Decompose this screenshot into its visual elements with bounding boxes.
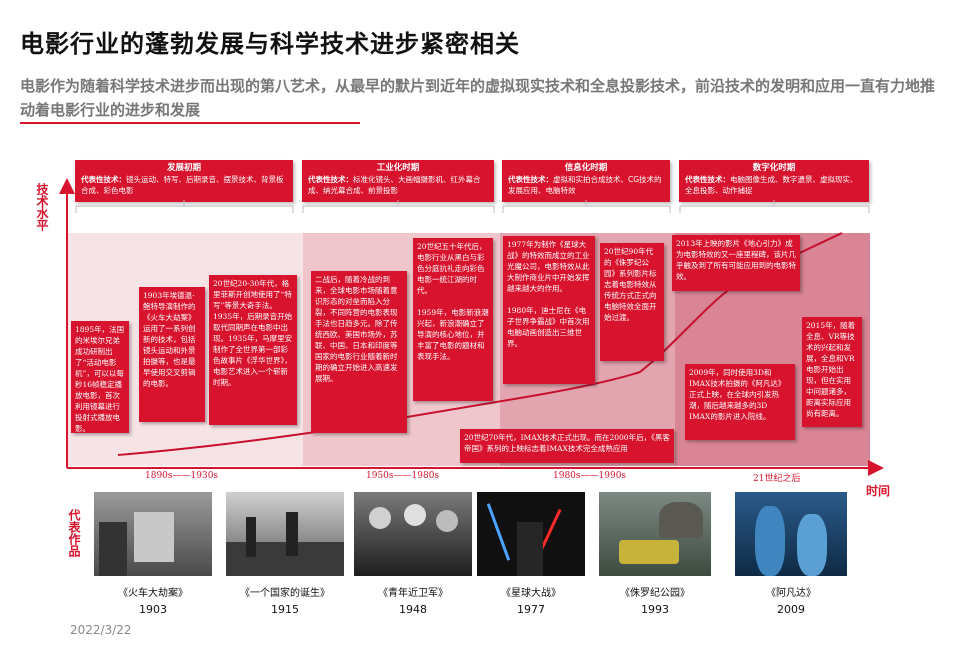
era-name: 工业化时期: [376, 163, 420, 173]
era-name: 发展初期: [166, 163, 201, 173]
era-tech: 镜头运动、特写、后期录音、摆景技术、背景板合成、彩色电影: [81, 175, 284, 195]
note-2009: 2009年，同时使用3D和IMAX技术拍摄的《阿凡达》正式上映，在全球内引发热潮…: [685, 364, 795, 440]
era-tech-prefix: 代表性技术：: [308, 175, 353, 184]
era-brace: [679, 200, 870, 213]
era-brace: [302, 200, 495, 213]
note-1950s: 20世纪五十年代后，电影行业从黑白与彩色分庭抗礼走向彩色电影一统江湖的时代。 1…: [413, 238, 493, 401]
era-brace: [502, 200, 671, 213]
film-title: 《侏罗纪公园》: [620, 588, 690, 599]
note-imax: 20世纪70年代，IMAX技术正式出现。而在2000年后，《黑客帝国》系列的上映…: [460, 429, 674, 463]
era-box-industrial: 工业化时期 代表性技术：标准化镜头、大画幅摄影机、红外幕合成、纳光幕合成、前景投…: [302, 160, 494, 202]
y-axis-label: 技术水平: [35, 183, 49, 231]
film-title: 《一个国家的诞生》: [240, 588, 330, 599]
note-1920s: 20世纪20-30年代，格里菲斯开创地使用了“特写”等景大奇手法。1935年，后…: [209, 275, 297, 425]
era-tech: 标准化镜头、大画幅摄影机、红外幕合成、纳光幕合成、前景投影: [308, 175, 481, 195]
era-box-information: 信息化时期 代表性技术：虚拟和实拍合成技术、CG技术的发展应用、电脑特效: [502, 160, 670, 202]
era-tech: 虚拟和实拍合成技术、CG技术的发展应用、电脑特效: [508, 175, 662, 195]
era-tech-prefix: 代表性技术：: [685, 175, 730, 184]
film-title: 《星球大战》: [501, 588, 561, 599]
era-tech: 电脑图像生成、数字遗景、虚拟现实、全息投影、动作捕捉: [685, 175, 858, 195]
film-year: 1993: [641, 603, 669, 616]
film-title: 《青年近卫军》: [378, 588, 448, 599]
note-2013: 2013年上映的影片《地心引力》成为电影特效的又一座里程碑，该片几乎触及到了所有…: [672, 235, 800, 291]
film-still-image: [599, 492, 711, 576]
film-card: 《侏罗纪公园》 1993: [599, 492, 711, 616]
film-card: 《青年近卫军》 1948: [354, 492, 472, 616]
note-postwar: 二战后，随着冷战的到来，全球电影市场随着意识形态的对垒而陷入分裂，不同阵营的电影…: [311, 271, 407, 433]
x-axis-label: 时间: [866, 484, 891, 498]
period-label: 1950s——1980s: [366, 471, 440, 481]
film-year: 1903: [139, 603, 167, 616]
film-title: 《火车大劫案》: [118, 588, 188, 599]
film-year: 1948: [399, 603, 427, 616]
period-label: 1980s——1990s: [553, 471, 627, 481]
page-subtitle: 电影作为随着科学技术进步而出现的第八艺术，从最早的默片到近年的虚拟现实技术和全息…: [20, 77, 936, 119]
film-still-image: [354, 492, 472, 576]
note-1903: 1903年埃德温·鲍特导演制作的《火车大劫案》运用了一系列创新的技术，包括镜头运…: [139, 287, 205, 422]
date-stamp: 2022/3/22: [70, 623, 132, 637]
film-still-image: [735, 492, 847, 576]
note-1990s: 20世纪90年代的《侏罗纪公园》系列影片标志着电影特效从传统方式正式向电脑特效全…: [600, 243, 664, 361]
films-axis-label: 代表作品: [67, 509, 81, 557]
era-tech-prefix: 代表性技术：: [81, 175, 126, 184]
film-still-image: [477, 492, 585, 576]
era-box-early: 发展初期 代表性技术：镜头运动、特写、后期录音、摆景技术、背景板合成、彩色电影: [75, 160, 293, 202]
film-still-image: [226, 492, 344, 576]
era-name: 信息化时期: [564, 163, 608, 173]
film-card: 《火车大劫案》 1903: [94, 492, 212, 616]
period-label: 1890s——1930s: [145, 471, 219, 481]
film-card: 《阿凡达》 2009: [735, 492, 847, 616]
subtitle-underline: [20, 122, 360, 124]
film-year: 2009: [777, 603, 805, 616]
era-name: 数字化时期: [752, 163, 796, 173]
timeline-svg: [59, 178, 884, 476]
film-year: 1977: [517, 603, 545, 616]
film-card: 《星球大战》 1977: [477, 492, 585, 616]
era-box-digital: 数字化时期 代表性技术：电脑图像生成、数字遗景、虚拟现实、全息投影、动作捕捉: [679, 160, 869, 202]
note-2015: 2015年，随着全息、VR等技术的兴起和发展，全息和VR电影开始出现，但在实用中…: [802, 317, 862, 427]
film-year: 1915: [271, 603, 299, 616]
film-title: 《阿凡达》: [766, 588, 816, 599]
page-title: 电影行业的蓬勃发展与科学技术进步紧密相关: [20, 30, 520, 58]
note-1977: 1977年为制作《星球大战》的特效而成立的工业光魔公司，电影特效从此大制作商业片…: [503, 236, 595, 384]
film-still-image: [94, 492, 212, 576]
note-1895: 1895年，法国的米埃尔兄弟成功研制出了“活动电影机”，可以以每秒16帧稳定播放…: [71, 321, 129, 433]
film-card: 《一个国家的诞生》 1915: [226, 492, 344, 616]
era-tech-prefix: 代表性技术：: [508, 175, 553, 184]
era-brace: [75, 200, 294, 213]
period-label: 21世纪之后: [753, 474, 801, 484]
